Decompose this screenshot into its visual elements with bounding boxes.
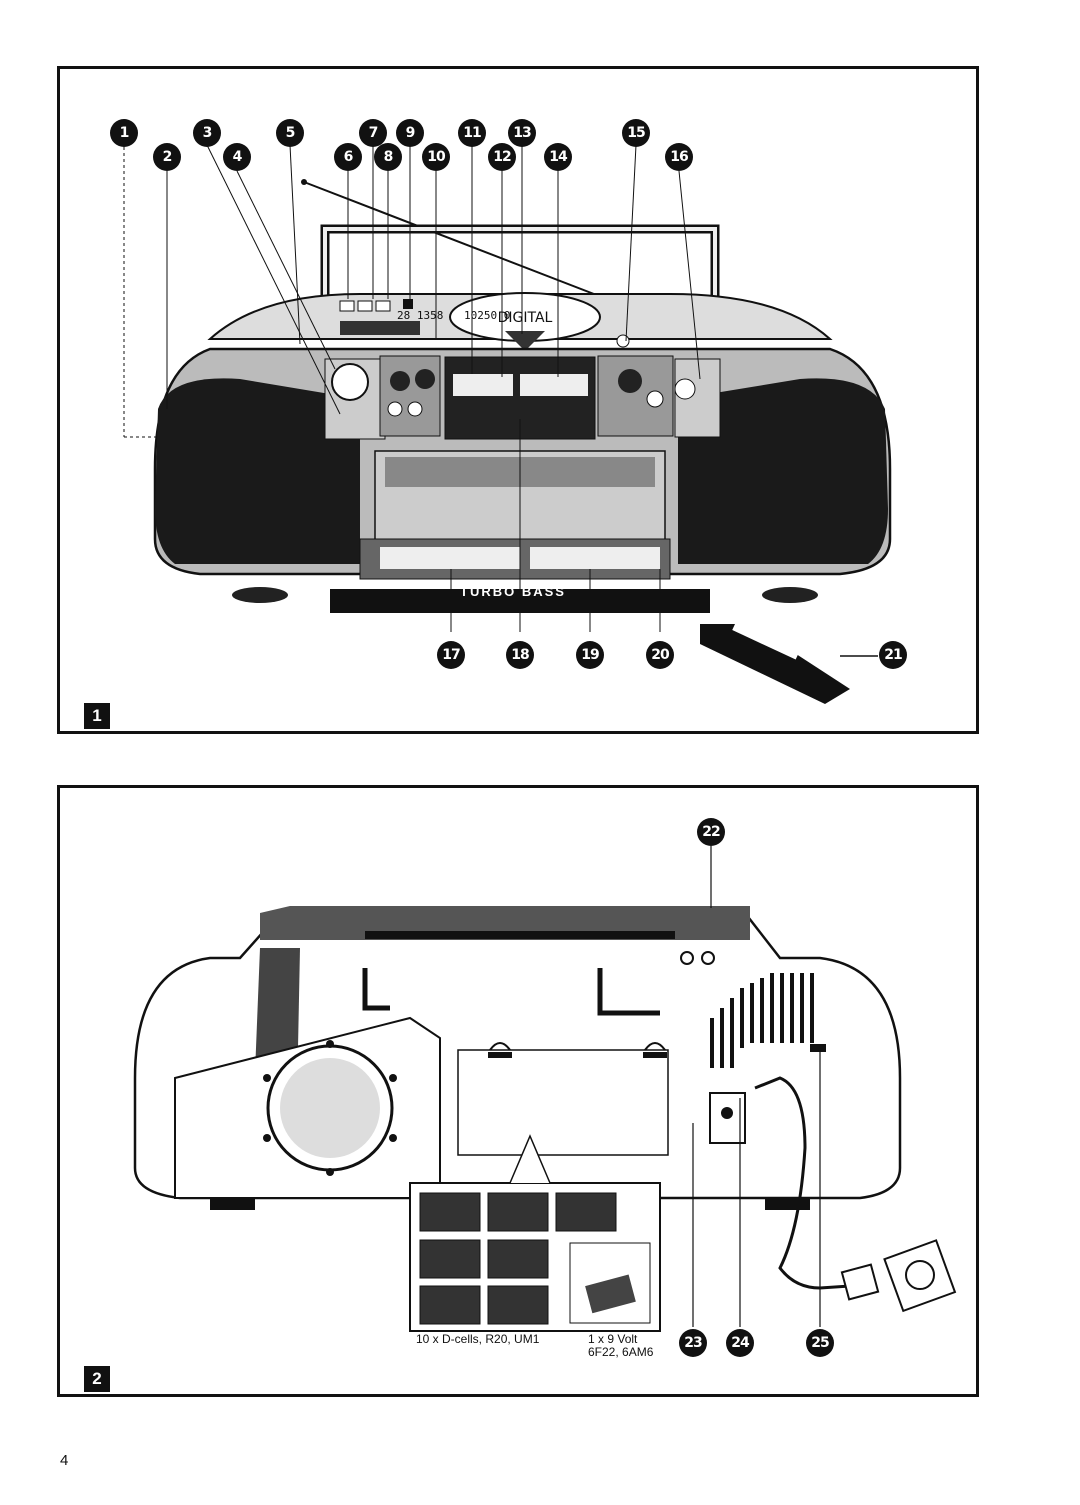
turbo-bass-label: TURBO BASS [460, 584, 566, 599]
figure-1-front-view: DIGITAL [57, 66, 979, 734]
callout-3: 3 [193, 119, 221, 147]
callout-22: 22 [697, 818, 725, 846]
callout-1: 1 [110, 119, 138, 147]
callout-6: 6 [334, 143, 362, 171]
callout-17: 17 [437, 641, 465, 669]
callout-2: 2 [153, 143, 181, 171]
callout-18: 18 [506, 641, 534, 669]
callout-15: 15 [622, 119, 650, 147]
callout-21: 21 [879, 641, 907, 669]
battery-caption-d-cells: 10 x D-cells, R20, UM1 [416, 1332, 540, 1346]
svg-text:DIGITAL: DIGITAL [498, 310, 553, 326]
callout-13: 13 [508, 119, 536, 147]
callout-12: 12 [488, 143, 516, 171]
callout-8: 8 [374, 143, 402, 171]
callout-25: 25 [806, 1329, 834, 1357]
callout-7: 7 [359, 119, 387, 147]
callout-4: 4 [223, 143, 251, 171]
callout-19: 19 [576, 641, 604, 669]
callout-24: 24 [726, 1329, 754, 1357]
callout-9: 9 [396, 119, 424, 147]
callout-5: 5 [276, 119, 304, 147]
figure-2-label: 2 [84, 1366, 110, 1392]
figure-2-rear-view: 22 23 24 25 10 x D-cells, R20, UM1 1 x 9… [57, 785, 979, 1397]
callout-14: 14 [544, 143, 572, 171]
page-number: 4 [60, 1452, 69, 1469]
boombox-front-illustration: DIGITAL [123, 144, 892, 704]
display-left-readout: 28 1358 [397, 309, 444, 322]
boombox-rear-illustration [133, 846, 957, 1332]
callout-11: 11 [458, 119, 486, 147]
battery-caption-9-volt-line2: 6F22, 6AM6 [588, 1345, 654, 1359]
callout-20: 20 [646, 641, 674, 669]
callout-10: 10 [422, 143, 450, 171]
display-right-readout: 10250 0 [464, 309, 511, 322]
figure-1-label: 1 [84, 703, 110, 729]
callout-16: 16 [665, 143, 693, 171]
battery-caption-9-volt-line1: 1 x 9 Volt [588, 1332, 638, 1346]
callout-23: 23 [679, 1329, 707, 1357]
